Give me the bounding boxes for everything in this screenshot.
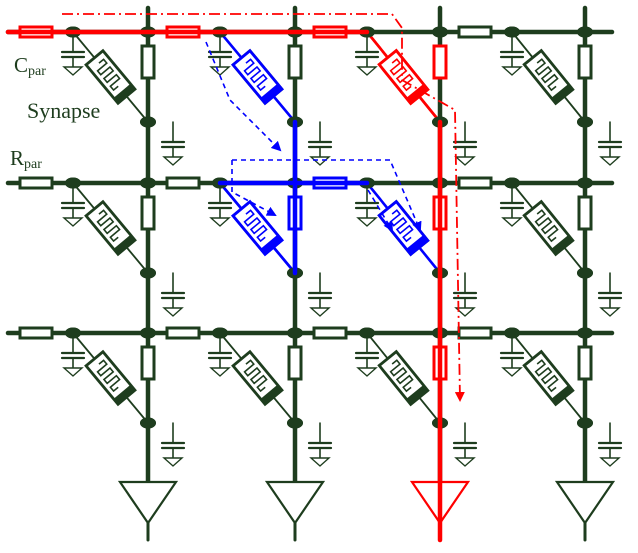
top-crossing-node-r2c1 [287,327,303,339]
column-resistor-r2c1 [287,345,303,381]
top-crossing-node-r0c3 [577,26,593,38]
top-crossing-node-r2c0 [140,327,156,339]
row-resistor-r2c0 [18,326,54,340]
column-resistor-r0c0 [140,44,156,80]
cpar-label: Cpar [14,53,46,80]
top-column-node-r1c0 [140,267,156,279]
top-column-node-r1c3 [577,267,593,279]
row-resistor-r2c2 [312,326,348,340]
top-column-node-r0c3 [577,116,593,128]
column-capacitor-r0c0 [160,121,186,166]
column-resistor-r2c0 [140,345,156,381]
components-layer [18,25,623,542]
synapse-label: Synapse [27,98,101,123]
top-crossing-node-r2c3 [577,327,593,339]
synapse-r1c0 [72,182,149,274]
top-crossing-node-r1c0 [140,177,156,189]
rpar-label-sub: par [24,157,42,172]
column-resistor-r1c3 [577,195,593,231]
column-capacitor-r1c0 [160,272,186,317]
top-crossing-node-r1c3 [577,177,593,189]
rpar-label: Rpar [10,146,42,173]
red-synapse [365,30,442,124]
top-column-node-r0c0 [140,116,156,128]
top-column-node-r2c0 [140,417,156,429]
column-capacitor-r2c0 [160,422,186,467]
top-column-node-r2c1 [287,417,303,429]
parasitic-capacitor-r1c1 [207,182,233,227]
blue-current-path-left [231,160,277,216]
top-row-node-r2c3 [504,327,520,339]
parasitic-capacitor-r0c2 [354,31,380,76]
column-resistor-r2c3 [577,345,593,381]
row-resistor-r2c3 [457,326,493,340]
column-capacitor-r1c2 [452,272,478,317]
top-row-node-r1c3 [504,177,520,189]
row-resistor-r1c0 [18,176,54,190]
column-resistor-r0c3 [577,44,593,80]
parasitic-capacitor-r1c0 [60,182,86,227]
top-crossing-node-r0c2 [432,26,448,38]
synapse-r2c3 [511,332,586,424]
blue-current-path-right [232,159,422,232]
column-capacitor-r2c3 [597,422,623,467]
parasitic-capacitor-r2c1 [207,332,233,377]
parasitic-capacitor-r0c0 [60,31,86,76]
column-capacitor-r1c3 [597,272,623,317]
red-current-path [62,13,465,402]
synapse-r2c2 [366,332,441,424]
row-resistor-r1c3 [457,176,493,190]
synapse-r2c1 [219,332,296,424]
row-resistor-r2c1 [165,326,201,340]
synapse-r1c3 [511,182,586,274]
blue-synapse-upper [218,30,297,124]
column-resistor-r0c1 [287,44,303,80]
top-row-node-r2c1 [212,327,228,339]
synapse-r0c3 [511,31,586,123]
row-resistor-r1c1 [165,176,201,190]
parasitic-capacitor-r0c1 [207,31,233,76]
parasitic-capacitor-r1c2 [354,182,380,227]
cpar-label-sub: par [28,64,46,79]
synapse-r0c0 [72,31,149,123]
parasitic-capacitor-r2c0 [60,332,86,377]
column-capacitor-r2c1 [307,422,333,467]
column-capacitor-r0c1 [307,121,333,166]
synapse-r2c0 [72,332,149,424]
top-row-node-r2c0 [65,327,81,339]
column-capacitor-r1c1 [307,272,333,317]
top-column-node-r2c3 [577,417,593,429]
blue-synapse-lower [218,181,297,275]
parasitic-capacitor-r1c3 [499,182,525,227]
sense-amplifier-3 [554,480,616,542]
blue-current-path-inner [367,189,394,232]
blue-synapse-right [365,181,442,275]
cpar-label-main: C [14,53,29,77]
sense-amplifier-0 [117,480,179,542]
top-row-node-r2c2 [359,327,375,339]
parasitic-capacitor-r0c3 [499,31,525,76]
red-column-resistor-0 [432,44,448,80]
blue-current-path-down [205,41,282,152]
top-row-node-r0c3 [504,26,520,38]
top-row-node-r1c0 [65,177,81,189]
column-capacitor-r0c2 [452,121,478,166]
current-paths-layer [5,13,465,543]
column-capacitor-r0c3 [597,121,623,166]
column-resistor-r1c0 [140,195,156,231]
sense-amplifier-1 [264,480,326,542]
rpar-label-main: R [10,146,25,170]
row-resistor-r0c3 [457,25,493,39]
parasitic-capacitor-r2c2 [354,332,380,377]
column-capacitor-r2c2 [452,422,478,467]
parasitic-capacitor-r2c3 [499,332,525,377]
